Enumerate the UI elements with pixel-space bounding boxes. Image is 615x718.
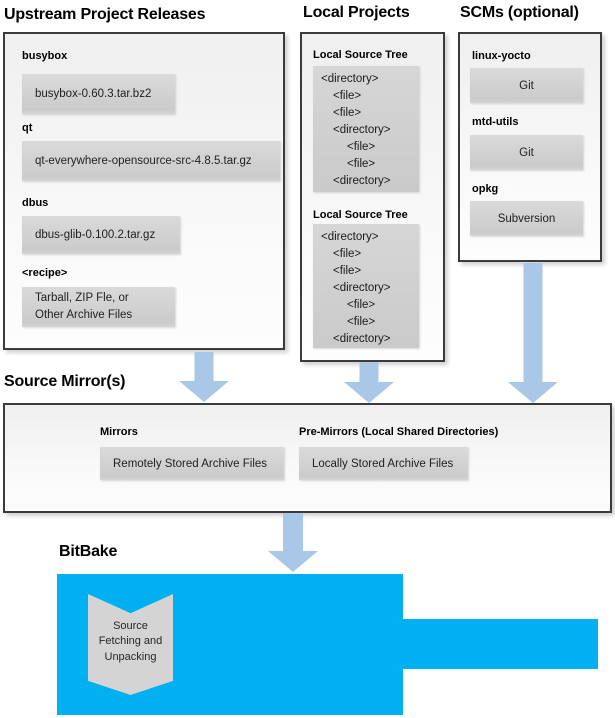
local-projects-panel: Local Source Tree <directory> <file> <fi… [300, 32, 445, 362]
scm-item-label: mtd-utils [472, 116, 519, 128]
local-source-tree-box: <directory> <file> <file> <directory> <f… [313, 224, 419, 348]
tree-entry: <file> [347, 158, 376, 170]
upstream-item-label: qt [22, 122, 33, 134]
upstream-section-title: Upstream Project Releases [4, 6, 206, 23]
tree-entry: <file> [347, 141, 376, 153]
tree-entry: <directory> [333, 282, 391, 294]
local-source-tree-label: Local Source Tree [313, 49, 408, 61]
local-projects-section-title: Local Projects [303, 4, 410, 21]
tree-entry: <directory> [333, 175, 391, 187]
tree-entry: <file> [333, 107, 362, 119]
upstream-item-label: dbus [22, 197, 49, 209]
source-mirrors-panel: Mirrors Remotely Stored Archive Files Pr… [3, 403, 612, 513]
upstream-item-label: <recipe> [22, 267, 68, 279]
tree-entry: <directory> [321, 231, 379, 243]
tree-entry: <directory> [333, 124, 391, 136]
upstream-panel: busybox busybox-0.60.3.tar.bz2 qt qt-eve… [3, 32, 285, 350]
arrow-mirrors-to-bitbake-icon [268, 513, 318, 572]
mirrors-archive-box: Remotely Stored Archive Files [100, 447, 284, 480]
tree-entry: <file> [333, 265, 362, 277]
tree-entry: <file> [333, 90, 362, 102]
mirrors-label: Mirrors [100, 426, 138, 438]
premirrors-label: Pre-Mirrors (Local Shared Directories) [299, 426, 499, 438]
scm-type-box: Subversion [470, 201, 583, 236]
scm-type-box: Git [470, 135, 583, 170]
premirrors-archive-box: Locally Stored Archive Files [299, 447, 468, 480]
upstream-archive-box: dbus-glib-0.100.2.tar.gz [22, 216, 180, 254]
scm-item-label: linux-yocto [472, 50, 531, 62]
tree-entry: <directory> [333, 333, 391, 345]
bitbake-output-arm [403, 619, 598, 669]
local-source-tree-label: Local Source Tree [313, 209, 408, 221]
scm-item-label: opkg [472, 183, 499, 195]
upstream-archive-box: Tarball, ZIP Fle, or Other Archive Files [22, 287, 175, 327]
arrow-local-to-mirrors-icon [343, 362, 395, 403]
tree-entry: <file> [333, 248, 362, 260]
tree-entry: <directory> [321, 73, 379, 85]
scms-panel: linux-yocto Git mtd-utils Git opkg Subve… [458, 32, 602, 262]
tree-entry: <file> [347, 299, 376, 311]
upstream-item-label: busybox [22, 50, 68, 62]
scms-section-title: SCMs (optional) [460, 4, 579, 21]
tree-entry: <file> [347, 316, 376, 328]
arrow-scms-to-mirrors-icon [507, 263, 558, 403]
bitbake-section-title: BitBake [59, 543, 118, 560]
source-mirrors-section-title: Source Mirror(s) [4, 373, 126, 390]
upstream-archive-box: qt-everywhere-opensource-src-4.8.5.tar.g… [22, 141, 280, 181]
arrow-upstream-to-mirrors-icon [179, 352, 229, 402]
local-source-tree-box: <directory> <file> <file> <directory> <f… [313, 66, 419, 192]
upstream-archive-box: busybox-0.60.3.tar.bz2 [22, 74, 175, 114]
scm-type-box: Git [470, 68, 583, 103]
